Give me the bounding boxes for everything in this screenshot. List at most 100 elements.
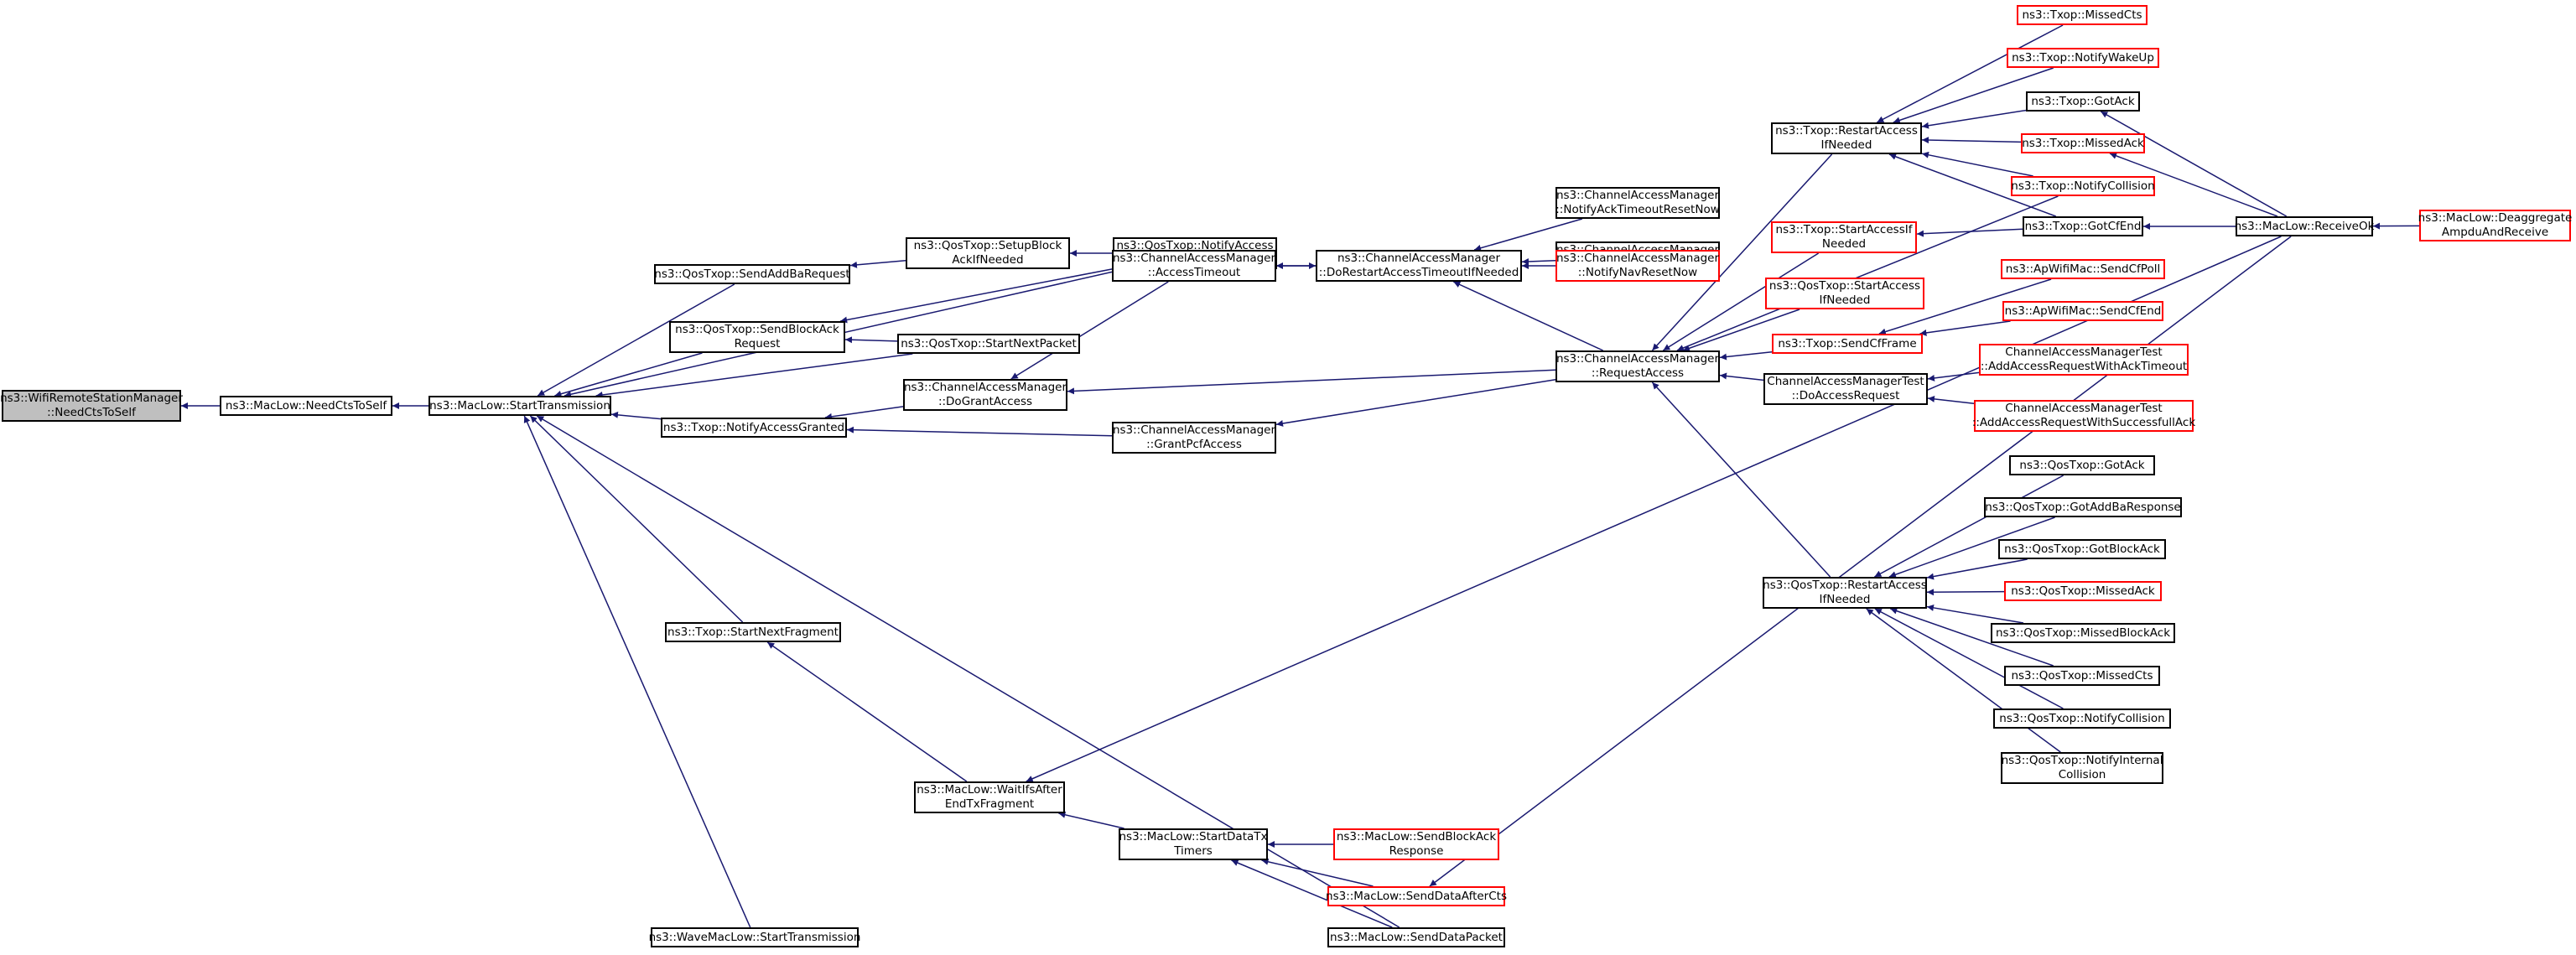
node-label-line: ::AddAccessRequestWithSuccessfullAck [1971,416,2196,429]
node-label-line: ns3::WifiRemoteStationManager [0,392,183,405]
node-label-line: ::DoRestartAccessTimeoutIfNeeded [1318,266,1519,279]
node-maclow-starttransmission[interactable]: ns3::MacLow::StartTransmission [428,396,611,416]
edge-qos_missedcts-to-qos_restartaccess [1890,607,2054,667]
node-label-line: ::DoAccessRequest [1791,389,1900,402]
node-channelaccessmanager-accesstimeout[interactable]: ns3::ChannelAccessManager::AccessTimeout [1112,250,1276,282]
node-qostxop-sendaddbarequest[interactable]: ns3::QosTxop::SendAddBaRequest [654,264,850,284]
node-wifiremotestationmanager-needctstoself: ns3::WifiRemoteStationManager::NeedCtsTo… [0,390,183,422]
node-label-line: ns3::MacLow::NeedCtsToSelf [225,398,387,413]
node-label-line: ns3::Txop::RestartAccess [1775,124,1918,138]
node-channelaccessmanagertest-addaccessrequestwithsuccessfullack[interactable]: ChannelAccessManagerTest::AddAccessReque… [1971,400,2196,432]
node-apwifimac-sendcfend[interactable]: ns3::ApWifiMac::SendCfEnd [2002,301,2163,321]
node-qostxop-missedblockack[interactable]: ns3::QosTxop::MissedBlockAck [1991,623,2175,643]
node-qostxop-startnextpacket[interactable]: ns3::QosTxop::StartNextPacket [897,334,1080,354]
node-label-line: ns3::QosTxop::SetupBlock [913,239,1062,252]
edge-maclow_receiveok-to-txop_missedack [2109,153,2278,217]
edge-maclow_startdatatx-to-maclow_waitifs [1058,811,1124,829]
node-channelaccessmanager-grantpcfaccess[interactable]: ns3::ChannelAccessManager::GrantPcfAcces… [1112,422,1276,454]
node-qostxop-notifycollision[interactable]: ns3::QosTxop::NotifyCollision [1993,708,2171,729]
node-txop-gotcfend[interactable]: ns3::Txop::GotCfEnd [2023,216,2143,236]
node-label-line: ns3::QosTxop::NotifyCollision [1999,711,2165,725]
node-label-line: ns3::MacLow::SendDataAfterCts [1326,889,1507,903]
node-label-line: ns3::Txop::MissedAck [2022,136,2144,150]
node-label-line: Timers [1174,844,1213,858]
node-label-line: ns3::MacLow::StartTransmission [429,398,610,413]
edge-txop_missedack-to-txop_restartaccess [1921,137,2022,144]
edge-camtest_doaccess-to-cam_requestaccess [1719,372,1764,381]
node-maclow-needctstoself[interactable]: ns3::MacLow::NeedCtsToSelf [220,396,392,416]
node-apwifimac-sendcfpoll[interactable]: ns3::ApWifiMac::SendCfPoll [2001,259,2165,279]
node-txop-sendcfframe[interactable]: ns3::Txop::SendCfFrame [1772,334,1923,354]
node-channelaccessmanagertest-addaccessrequestwithacktimeout[interactable]: ChannelAccessManagerTest::AddAccessReque… [1979,344,2189,376]
node-label-line: EndTxFragment [944,797,1035,811]
node-channelaccessmanager-notifyacktimeoutresetnow[interactable]: ns3::ChannelAccessManager::NotifyAckTime… [1555,187,1720,219]
edge-wave_starttx-to-maclow_starttx [523,415,751,928]
edge-cam_accesstimeout-to-cam_dogrant [1010,281,1169,380]
node-label-line: ns3::ChannelAccessManager [1112,423,1276,437]
edge-txop_notifywakeup-to-txop_restartaccess [1893,67,2054,124]
edge-qos_sendaddba-to-maclow_starttx [537,283,735,397]
node-qostxop-gotaddbaresponse[interactable]: ns3::QosTxop::GotAddBaResponse [1984,497,2182,517]
node-wavemaclow-starttransmission[interactable]: ns3::WaveMacLow::StartTransmission [649,927,860,947]
node-txop-notifycollision[interactable]: ns3::Txop::NotifyCollision [2011,176,2155,196]
edge-qos_gotack-to-qos_restartaccess [1874,475,2064,578]
node-label-line: ns3::Txop::GotCfEnd [2024,219,2142,233]
node-label-line: ns3::ApWifiMac::SendCfPoll [2005,262,2161,276]
node-qostxop-gotack[interactable]: ns3::QosTxop::GotAck [2009,455,2155,475]
node-channelaccessmanager-dograntaccess[interactable]: ns3::ChannelAccessManager::DoGrantAccess [903,379,1067,411]
node-label-line: ns3::MacLow::StartDataTx [1119,830,1268,843]
node-label-line: ns3::Txop::NotifyWakeUp [2012,50,2154,65]
node-label-line: ns3::QosTxop::SendBlockAck [675,323,839,336]
node-label-line: ns3::QosTxop::RestartAccess [1763,579,1927,592]
node-qostxop-missedack[interactable]: ns3::QosTxop::MissedAck [2004,581,2162,601]
node-label-line: ns3::QosTxop::MissedBlockAck [1995,625,2171,640]
node-label-line: ::RequestAccess [1591,366,1685,380]
node-label-line: IfNeeded [1820,138,1872,152]
edge-maclow_senddatapacket-to-maclow_startdatatx [1231,859,1393,928]
node-label-line: ::GrantPcfAccess [1146,438,1242,451]
node-label-line: ns3::ChannelAccessManager [1555,189,1720,202]
node-maclow-senddatapacket[interactable]: ns3::MacLow::SendDataPacket [1327,927,1505,947]
node-txop-startnextfragment[interactable]: ns3::Txop::StartNextFragment [665,622,841,642]
node-channelaccessmanager-requestaccess[interactable]: ns3::ChannelAccessManager::RequestAccess [1555,350,1720,382]
edge-qos_sendblockack-to-maclow_starttx [554,352,703,397]
node-channelaccessmanager-notifynavresetnow[interactable]: ns3::ChannelAccessManager::NotifyNavRese… [1555,250,1720,282]
node-maclow-receiveok[interactable]: ns3::MacLow::ReceiveOk [2235,216,2374,236]
node-txop-missedcts[interactable]: ns3::Txop::MissedCts [2017,5,2148,25]
node-qostxop-gotblockack[interactable]: ns3::QosTxop::GotBlockAck [1998,539,2166,559]
edge-cam_notifyack-to-cam_dorestart [1473,218,1583,252]
edge-maclow_senddatapacket-to-maclow_starttx [536,415,1400,928]
edge-maclow_receiveok-to-txop_gotack [2100,111,2288,217]
edge-cam_requestaccess-to-cam_dorestart [1453,281,1603,351]
node-channelaccessmanagertest-doaccessrequest[interactable]: ChannelAccessManagerTest::DoAccessReques… [1763,373,1928,405]
node-maclow-senddataaftercts[interactable]: ns3::MacLow::SendDataAfterCts [1326,886,1507,906]
node-qostxop-missedcts[interactable]: ns3::QosTxop::MissedCts [2004,666,2160,686]
edge-qos_gotaddba-to-qos_restartaccess [1888,516,2055,579]
edge-cam_requestaccess-to-cam_dogrant [1067,369,1556,395]
edge-qos_startnextpacket-to-maclow_starttx [595,353,913,398]
node-label-line: Collision [2058,768,2106,781]
node-txop-notifyaccessgranted[interactable]: ns3::Txop::NotifyAccessGranted [661,418,847,438]
node-label-line: ns3::Txop::StartAccessIf [1775,223,1913,236]
node-txop-gotack[interactable]: ns3::Txop::GotAck [2026,91,2140,112]
node-txop-missedack[interactable]: ns3::Txop::MissedAck [2021,133,2145,153]
node-txop-notifywakeup[interactable]: ns3::Txop::NotifyWakeUp [2007,48,2159,68]
node-label-line: ns3::Txop::GotAck [2031,94,2135,108]
node-label-line: ns3::QosTxop::GotAddBaResponse [1985,500,2181,514]
node-label-line: ns3::QosTxop::MissedCts [2011,668,2153,683]
node-channelaccessmanager-dorestartaccesstimeoutifneeded[interactable]: ns3::ChannelAccessManager::DoRestartAcce… [1316,250,1522,282]
node-label-line: ns3::Txop::NotifyCollision [2011,179,2155,193]
node-label-line: ns3::QosTxop::NotifyAccess [1116,239,1274,252]
node-label-line: ChannelAccessManagerTest [2005,402,2163,415]
